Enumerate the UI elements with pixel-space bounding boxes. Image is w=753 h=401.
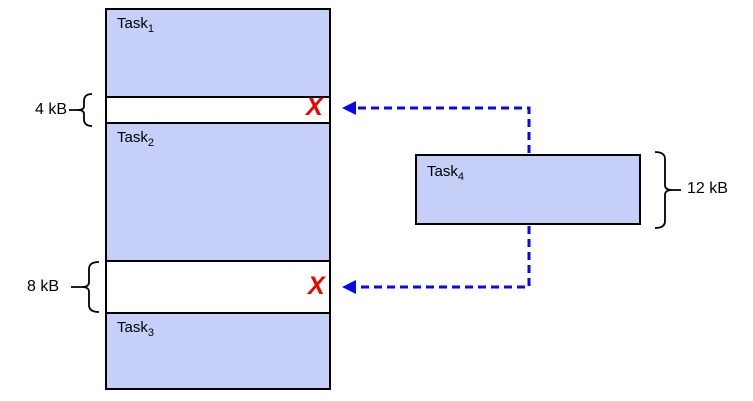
arrow-task4-to-8kb-gap xyxy=(355,226,531,289)
arrowhead-4kb-gap xyxy=(342,101,356,115)
reject-x-icon-4kb-gap: X xyxy=(306,93,323,121)
arrowhead-8kb-gap xyxy=(342,280,356,294)
gap2-size-label: 8 kB xyxy=(26,278,59,295)
reject-x-icon-8kb-gap: X xyxy=(308,272,325,300)
task3-label: Task3 xyxy=(117,319,154,339)
memory-block-task3: Task3 xyxy=(107,312,329,388)
task4-label: Task4 xyxy=(427,163,464,183)
brace-12kb-task xyxy=(654,151,681,229)
memory-block-task1: Task1 xyxy=(107,10,329,98)
memory-column: Task1 Task2 Task3 xyxy=(105,8,331,390)
memory-block-task2: Task2 xyxy=(107,122,329,262)
incoming-task4-box: Task4 xyxy=(415,154,641,225)
arrow-task4-to-4kb-gap xyxy=(355,106,531,153)
task1-label: Task1 xyxy=(117,15,154,35)
brace-4kb-gap xyxy=(69,93,93,127)
gap1-size-label: 4 kB xyxy=(34,101,67,118)
brace-8kb-gap xyxy=(71,261,100,313)
task4-size-label: 12 kB xyxy=(687,180,728,197)
task2-label: Task2 xyxy=(117,129,154,149)
